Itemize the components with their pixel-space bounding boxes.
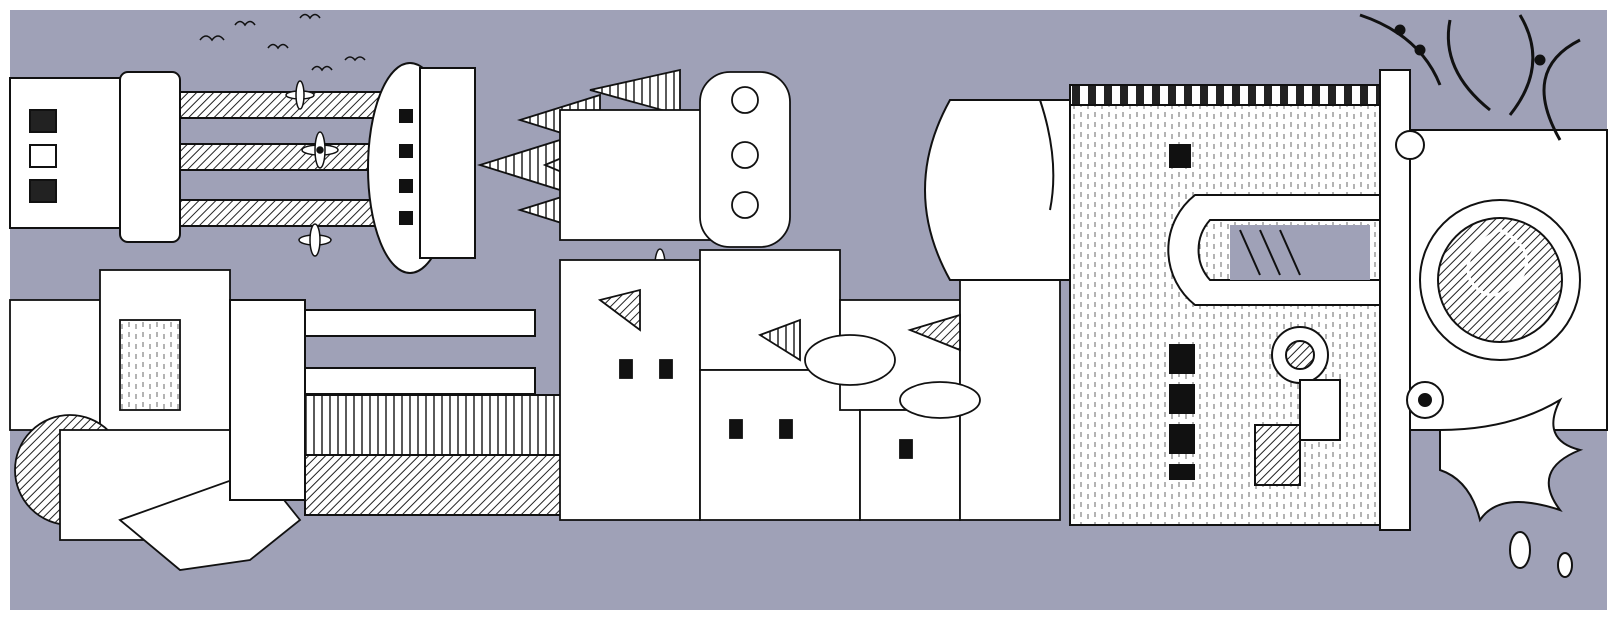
stacked-houses-center <box>559 249 1061 521</box>
fortress-wall <box>1069 84 1381 526</box>
airship <box>367 62 476 274</box>
porthole-vortex <box>1437 217 1563 343</box>
left-upper-building <box>9 71 181 243</box>
stacked-houses-left <box>9 269 302 571</box>
cannon-towers <box>229 299 566 516</box>
water-splash <box>1439 397 1584 578</box>
gears <box>1395 130 1444 419</box>
tentacle-creature <box>1359 13 1581 141</box>
porthole-tower <box>1379 69 1608 531</box>
dome <box>924 99 1071 281</box>
birds <box>199 13 366 72</box>
spired-castle <box>476 68 791 248</box>
arch-bridge <box>1167 194 1381 306</box>
diver-figure <box>1254 326 1341 486</box>
cannon-barrels <box>179 91 391 227</box>
